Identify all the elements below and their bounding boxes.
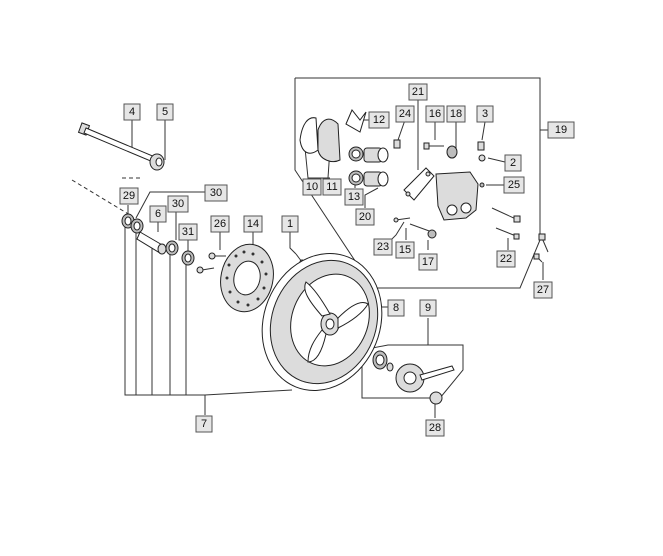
callout-4: 4 bbox=[123, 103, 141, 121]
spacer-tube bbox=[136, 231, 167, 255]
callout-17: 17 bbox=[418, 253, 438, 271]
callout-31: 31 bbox=[178, 223, 198, 241]
callout-24: 24 bbox=[395, 105, 415, 123]
svg-text:5: 5 bbox=[162, 106, 168, 118]
leader-lines bbox=[71, 77, 548, 418]
callout-20: 20 bbox=[355, 208, 375, 226]
callout-6: 6 bbox=[149, 205, 167, 223]
piston-seals bbox=[348, 146, 364, 186]
svg-text:3: 3 bbox=[482, 108, 488, 120]
axle-nut bbox=[149, 153, 165, 171]
svg-text:2: 2 bbox=[510, 157, 516, 169]
callout-13: 13 bbox=[344, 188, 364, 206]
collar bbox=[181, 250, 195, 266]
svg-text:9: 9 bbox=[425, 302, 431, 314]
callout-19: 19 bbox=[547, 121, 575, 139]
callout-14: 14 bbox=[243, 215, 263, 233]
callout-10: 10 bbox=[302, 178, 322, 196]
svg-text:27: 27 bbox=[537, 284, 549, 296]
callout-28: 28 bbox=[425, 419, 445, 437]
callout-16: 16 bbox=[425, 105, 445, 123]
svg-text:20: 20 bbox=[359, 211, 371, 223]
pad-spring bbox=[345, 109, 367, 133]
svg-text:22: 22 bbox=[500, 253, 512, 265]
callout-12: 12 bbox=[368, 111, 390, 129]
svg-text:30: 30 bbox=[210, 187, 222, 199]
mounting-bolts bbox=[533, 233, 549, 263]
svg-text:14: 14 bbox=[247, 218, 259, 230]
svg-text:10: 10 bbox=[306, 181, 318, 193]
svg-text:30: 30 bbox=[172, 198, 184, 210]
svg-text:11: 11 bbox=[326, 181, 337, 193]
callout-26: 26 bbox=[210, 215, 230, 233]
callout-30-mid: 30 bbox=[167, 195, 189, 213]
caliper-body bbox=[435, 171, 479, 221]
svg-text:18: 18 bbox=[450, 108, 462, 120]
axle-bolt bbox=[77, 122, 156, 163]
bearing-left bbox=[130, 218, 144, 234]
pistons bbox=[363, 147, 389, 187]
brake-pads bbox=[299, 117, 341, 163]
svg-text:24: 24 bbox=[399, 108, 411, 120]
callout-2: 2 bbox=[504, 154, 522, 172]
svg-text:13: 13 bbox=[348, 191, 360, 203]
callout-30-top: 30 bbox=[204, 184, 228, 202]
svg-text:26: 26 bbox=[214, 218, 226, 230]
callout-22: 22 bbox=[496, 250, 516, 268]
callout-9: 9 bbox=[419, 299, 437, 317]
callout-15: 15 bbox=[395, 241, 415, 259]
callout-18: 18 bbox=[446, 105, 466, 123]
bearing-right bbox=[165, 240, 179, 256]
svg-text:7: 7 bbox=[201, 418, 207, 430]
wheel-assembly bbox=[261, 253, 383, 391]
speedometer-drive bbox=[372, 350, 455, 405]
callout-23: 23 bbox=[373, 238, 393, 256]
disc-bolt bbox=[196, 252, 226, 274]
callout-8: 8 bbox=[387, 299, 405, 317]
callout-27: 27 bbox=[533, 281, 553, 299]
svg-text:8: 8 bbox=[393, 302, 399, 314]
svg-text:4: 4 bbox=[129, 106, 135, 118]
svg-text:28: 28 bbox=[429, 422, 441, 434]
svg-text:25: 25 bbox=[508, 179, 520, 191]
svg-text:23: 23 bbox=[377, 241, 389, 253]
svg-text:29: 29 bbox=[123, 190, 135, 202]
callout-11: 11 bbox=[322, 178, 342, 196]
svg-text:21: 21 bbox=[412, 86, 424, 98]
svg-text:31: 31 bbox=[182, 226, 194, 238]
svg-text:1: 1 bbox=[287, 218, 293, 230]
callout-25: 25 bbox=[503, 176, 525, 194]
callout-21: 21 bbox=[408, 83, 428, 101]
svg-text:15: 15 bbox=[399, 244, 411, 256]
callout-1: 1 bbox=[281, 215, 299, 233]
svg-text:6: 6 bbox=[155, 208, 161, 220]
callout-7: 7 bbox=[195, 415, 213, 433]
callout-29: 29 bbox=[119, 187, 139, 205]
brake-disc bbox=[220, 243, 274, 313]
callout-3: 3 bbox=[476, 105, 494, 123]
callout-5: 5 bbox=[156, 103, 174, 121]
caliper-bolts bbox=[393, 139, 486, 188]
caliper-bracket bbox=[403, 167, 435, 201]
bleed-screw bbox=[393, 217, 437, 239]
svg-text:17: 17 bbox=[422, 256, 434, 268]
svg-text:19: 19 bbox=[555, 124, 567, 136]
svg-text:16: 16 bbox=[429, 108, 441, 120]
slide-pins bbox=[491, 207, 521, 240]
svg-text:12: 12 bbox=[373, 114, 385, 126]
